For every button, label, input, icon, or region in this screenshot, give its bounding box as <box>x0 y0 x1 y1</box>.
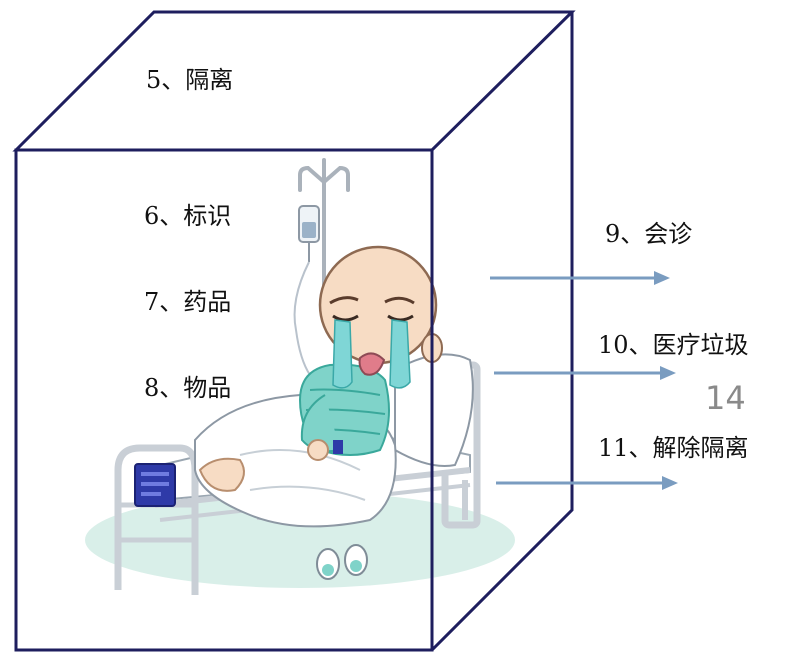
label-isolation: 5、隔离 <box>146 66 234 94</box>
iv-stand <box>298 158 350 302</box>
label-consultation: 9、会诊 <box>605 220 693 248</box>
iv-bag <box>293 205 320 376</box>
arrow-release-isolation <box>496 476 678 490</box>
isolation-box <box>12 10 576 652</box>
arrow-consultation <box>490 271 670 285</box>
arrows <box>490 271 678 490</box>
label-release-isolation: 11、解除隔离 <box>598 434 749 462</box>
slippers <box>316 544 368 580</box>
arrow-medical-waste <box>494 366 676 380</box>
patient-head <box>318 245 443 389</box>
label-medicine: 7、药品 <box>144 288 232 316</box>
page-number: 14 <box>705 379 746 417</box>
label-medical-waste: 10、医疗垃圾 <box>598 331 749 359</box>
label-marking: 6、标识 <box>144 202 232 230</box>
label-items: 8、物品 <box>144 374 232 402</box>
